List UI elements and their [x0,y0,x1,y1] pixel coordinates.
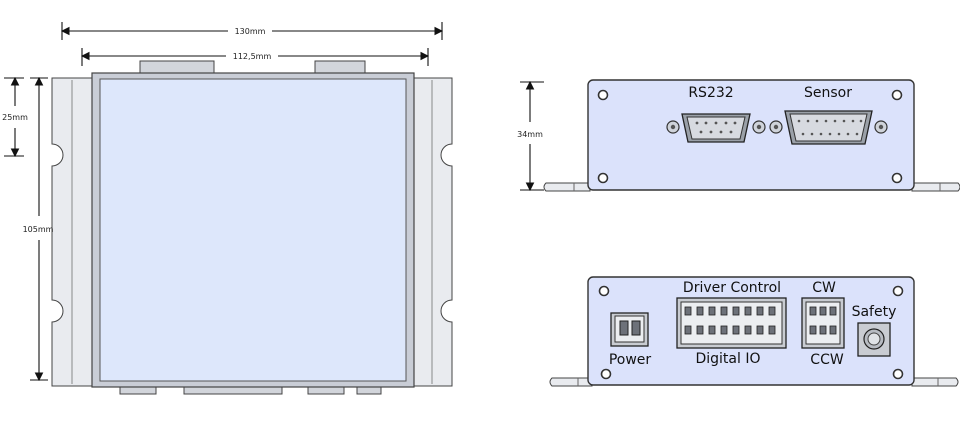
front-left-foot [543,182,591,192]
port-label-rs232: RS232 [688,85,733,101]
terminal-pin [829,325,837,335]
terminal-pin [809,306,817,316]
terminal-pin [819,325,827,335]
safety-button [857,322,891,357]
dim-label-panel-height: 34mm [517,130,543,139]
terminal-pin [732,306,740,316]
terminal-pin [696,306,704,316]
terminal-pin [756,325,764,335]
dim-label-height-total: 105mm [23,225,54,234]
terminal-pin [809,325,817,335]
right-mounting-flange [413,77,453,387]
terminal-pin [768,306,776,316]
terminal-pin [732,325,740,335]
driver-control-terminal-block [676,297,787,349]
terminal-pin [819,306,827,316]
rear-right-foot [911,377,959,387]
front-panel-plate [587,79,915,191]
terminal-pin [829,306,837,316]
terminal-pin [684,325,692,335]
terminal-pin [756,306,764,316]
terminal-pin [744,325,752,335]
terminal-pin [768,325,776,335]
terminal-pin [696,325,704,335]
cw-ccw-terminal-block [801,297,845,349]
terminal-pin [744,306,752,316]
enclosure-top-cover [99,78,407,382]
front-right-foot [911,182,960,192]
rear-screw-holes [598,285,904,380]
top-view: 130mm 112,5mm 25mm 105mm [2,22,453,395]
terminal-pin [708,325,716,335]
rs232-connector [666,113,766,143]
label-power: Power [609,352,652,368]
port-label-sensor: Sensor [804,85,852,101]
front-panel-view: RS232 Sensor [517,79,960,192]
sensor-connector [769,110,888,145]
terminal-pin [720,325,728,335]
label-ccw: CCW [810,352,844,368]
dim-label-slot-offset: 25mm [2,113,28,122]
power-connector [610,312,649,347]
terminal-pin [720,306,728,316]
dim-label-width-outer: 130mm [235,27,266,36]
rear-panel-view: Power Driver Control Digital IO CW CCW S… [549,276,959,387]
terminal-pin [708,306,716,316]
label-cw: CW [812,280,836,296]
front-screw-holes [597,89,903,184]
label-safety: Safety [852,304,897,320]
label-digital-io: Digital IO [695,351,760,367]
label-driver-control: Driver Control [683,280,781,296]
dim-label-width-inner: 112,5mm [233,52,272,61]
rear-left-foot [549,377,593,387]
terminal-pin [684,306,692,316]
